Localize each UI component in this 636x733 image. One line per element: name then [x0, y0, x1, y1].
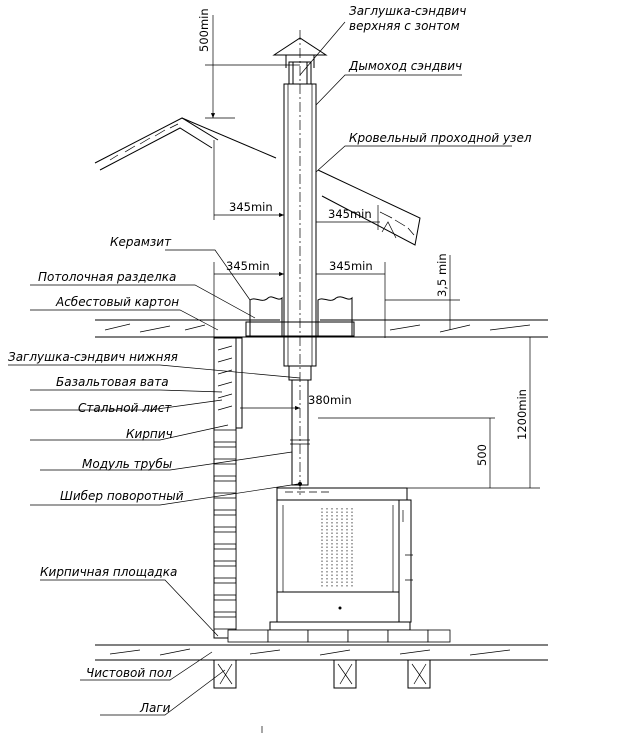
- label-cap-bottom: Заглушка-сэндвич нижняя: [8, 350, 178, 364]
- dim-ceiling-right: 345min: [329, 259, 373, 273]
- label-joists: Лаги: [139, 701, 171, 715]
- roof: [94, 117, 421, 246]
- dim-stove-top: 500: [475, 444, 489, 466]
- label-pipe-module: Модуль трубы: [82, 457, 172, 471]
- dim-top: 500min: [197, 8, 211, 52]
- label-asbestos: Асбестовый картон: [55, 295, 179, 309]
- dim-ceiling-left: 345min: [226, 259, 270, 273]
- stove: [269, 487, 413, 631]
- label-ceiling-cut: Потолочная разделка: [38, 270, 176, 284]
- floor: [95, 629, 548, 733]
- leader-lines: [8, 21, 512, 716]
- label-keramzit: Керамзит: [110, 235, 172, 249]
- label-damper: Шибер поворотный: [60, 489, 184, 503]
- brick-wall: [213, 337, 243, 639]
- dim-roof-right: 345min: [328, 207, 372, 221]
- label-chimney: Дымоход сэндвич: [348, 59, 462, 73]
- label-brick-platform: Кирпичная площадка: [40, 565, 177, 579]
- label-steel: Стальной лист: [78, 401, 172, 415]
- labels: Заглушка-сэндвич верхняя с зонтом Дымохо…: [8, 4, 532, 715]
- dim-ceiling-height: 3,5 min: [435, 253, 449, 297]
- label-cap-top-2: верхняя с зонтом: [349, 19, 460, 33]
- dim-wall: 380min: [308, 393, 352, 407]
- dimension-labels: 500min 345min 345min 345min 345min 3,5 m…: [197, 8, 529, 466]
- label-basalt: Базальтовая вата: [56, 375, 169, 389]
- label-brick: Кирпич: [126, 427, 173, 441]
- label-roof-node: Кровельный проходной узел: [349, 131, 532, 145]
- dim-roof-left: 345min: [229, 200, 273, 214]
- label-cap-top-1: Заглушка-сэндвич: [349, 4, 466, 18]
- chimney-sandwich: [272, 30, 328, 495]
- dim-stove-ceiling: 1200min: [515, 389, 529, 440]
- label-finish-floor: Чистовой пол: [86, 666, 172, 680]
- dimensions: [205, 15, 540, 489]
